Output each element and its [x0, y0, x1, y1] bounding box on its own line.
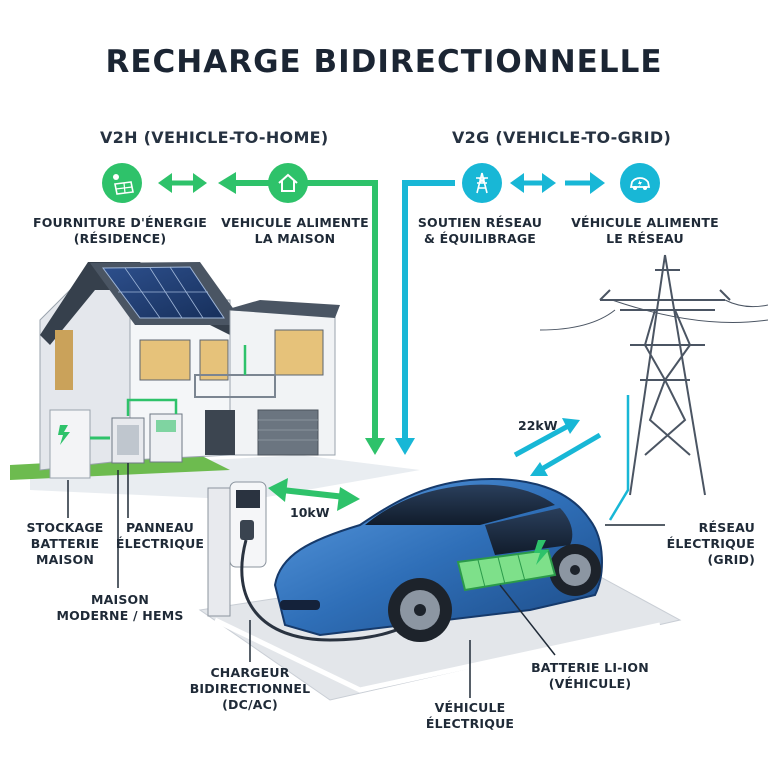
v2h-double-arrow — [158, 173, 207, 193]
vehicle-powers-grid-label-line1: VÉHICULE ALIMENTE — [571, 215, 719, 230]
vehicle-label: VÉHICULE ÉLECTRIQUE — [420, 700, 520, 732]
charger-label: CHARGEUR BIDIRECTIONNEL (DC/AC) — [185, 665, 315, 713]
grid-label-line3: (GRID) — [707, 552, 755, 567]
energy-supply-label-line2: (RÉSIDENCE) — [73, 231, 167, 246]
grid-support-label-line1: SOUTIEN RÉSEAU — [417, 215, 543, 230]
solar-panel-icon — [102, 163, 142, 203]
power-tower-icon — [462, 163, 502, 203]
electrical-panel-label-line1: PANNEAU — [126, 520, 194, 535]
energy-supply-label: FOURNITURE D'ÉNERGIE (RÉSIDENCE) — [30, 215, 210, 247]
modern-house-label: MAISON MODERNE / HEMS — [30, 592, 210, 624]
vehicle-powers-grid-label-line2: LE RÉSEAU — [606, 231, 684, 246]
v2g-heading: V2G (VEHICLE-TO-GRID) — [452, 128, 672, 147]
home-storage-label-line3: MAISON — [35, 552, 95, 567]
house — [39, 262, 340, 471]
grid-support-label-line2: & ÉQUILIBRAGE — [423, 231, 537, 246]
electric-vehicle — [273, 478, 603, 642]
v2g-flow-line — [402, 180, 455, 440]
vehicle-label-line2: ÉLECTRIQUE — [425, 716, 515, 731]
modern-house-label-line2: MODERNE / HEMS — [56, 608, 184, 623]
v2g-arrows — [510, 172, 605, 194]
battery-label-line2: (VÉHICULE) — [548, 676, 632, 691]
leader-lines — [67, 463, 665, 698]
car-icon — [620, 163, 660, 203]
battery-label: BATTERIE LI-ION (VÉHICULE) — [520, 660, 660, 692]
bidirectional-charger — [207, 481, 267, 617]
v2g-power-label: 22kW — [518, 418, 558, 433]
battery-label-line1: BATTERIE LI-ION — [531, 660, 649, 675]
modern-house-label-line1: MAISON — [90, 592, 150, 607]
home-storage-label-line2: BATTERIE — [30, 536, 100, 551]
v2h-heading: V2H (VEHICLE-TO-HOME) — [100, 128, 329, 147]
electrical-panel-label-line2: ÉLECTRIQUE — [115, 536, 205, 551]
home-storage-label: STOCKAGE BATTERIE MAISON — [20, 520, 110, 568]
grid-label-line1: RÉSEAU — [698, 520, 755, 535]
vehicle-label-line1: VÉHICULE — [434, 700, 506, 715]
vehicle-battery — [456, 540, 557, 592]
parking-lines — [213, 617, 661, 693]
grid-support-label: SOUTIEN RÉSEAU & ÉQUILIBRAGE — [405, 215, 555, 247]
home-icon — [268, 163, 308, 203]
home-storage-label-line1: STOCKAGE — [26, 520, 104, 535]
vehicle-powers-home-label: VEHICULE ALIMENTE LA MAISON — [210, 215, 380, 247]
vehicle-powers-grid-label: VÉHICULE ALIMENTE LE RÉSEAU — [560, 215, 730, 247]
electrical-panel-label: PANNEAU ÉLECTRIQUE — [110, 520, 210, 552]
charger-label-line1: CHARGEUR — [210, 665, 290, 680]
v2g-power-arrows — [513, 418, 602, 476]
electrical-panel — [111, 413, 183, 464]
grid-label: RÉSEAU ÉLECTRIQUE (GRID) — [665, 520, 755, 568]
energy-supply-label-line1: FOURNITURE D'ÉNERGIE — [32, 215, 208, 230]
page-title: RECHARGE BIDIRECTIONNELLE — [105, 44, 663, 80]
v2h-power-arrow — [268, 478, 360, 511]
home-battery — [49, 409, 91, 479]
grid-label-line2: ÉLECTRIQUE — [666, 536, 755, 551]
v2h-power-label: 10kW — [290, 505, 330, 520]
charger-label-line2: BIDIRECTIONNEL — [189, 681, 311, 696]
vehicle-powers-home-label-line2: LA MAISON — [254, 231, 336, 246]
vehicle-powers-home-label-line1: VEHICULE ALIMENTE — [221, 215, 369, 230]
charger-label-line3: (DC/AC) — [222, 697, 278, 712]
power-tower — [539, 254, 768, 496]
